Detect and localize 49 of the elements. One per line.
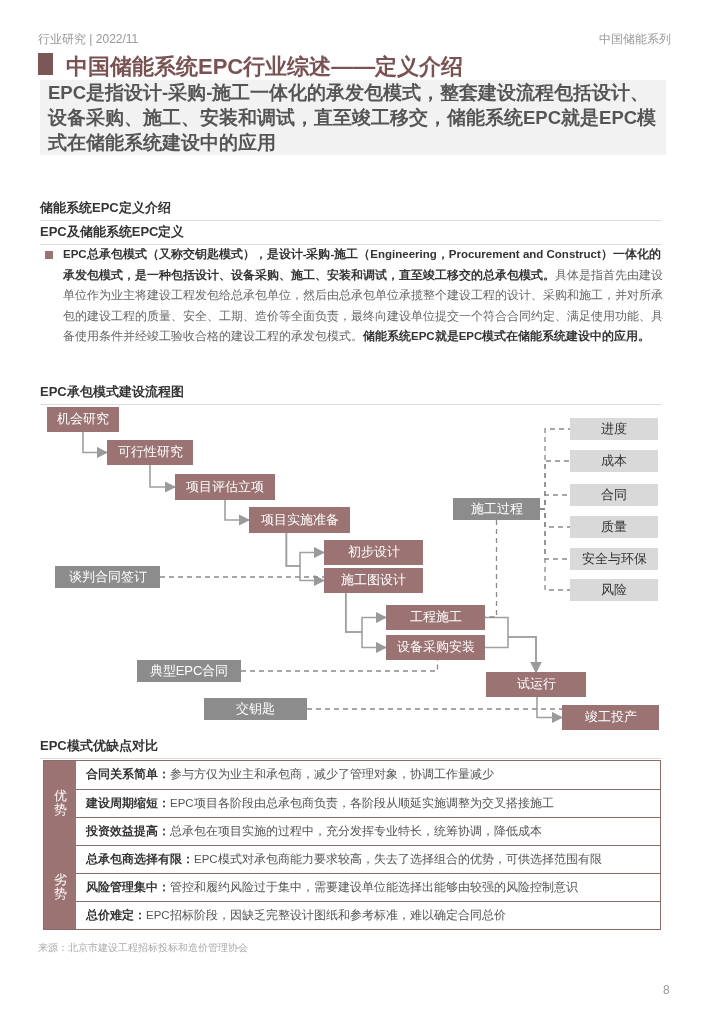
process-box: 机会研究 [47,407,119,432]
process-box: 竣工投产 [562,705,659,730]
arrow [149,464,177,493]
table-cell: 总价难定：EPC招标阶段，因缺乏完整设计图纸和参考标准，难以确定合同总价 [76,901,660,929]
series-name: 中国储能系列 [599,31,671,48]
section-heading: EPC承包模式建设流程图 [40,382,662,405]
aspect-box: 成本 [570,450,658,472]
note-box: 谈判合同签订 [55,566,160,588]
category-label: 劣势 [53,872,67,902]
table-cell: 建设周期缩短：EPC项目各阶段由总承包商负责，各阶段从顺延实施调整为交叉搭接施工 [76,789,660,817]
process-box: 试运行 [486,672,586,697]
process-box: 可行性研究 [107,440,193,465]
arrow [344,592,388,654]
dashed-connector [539,508,571,591]
arrow [224,499,251,526]
header-text: 行业研究 | 2022/11 [38,31,139,48]
table-cell: 总承包商选择有限：EPC模式对承包商能力要求较高，失去了选择组合的优势，可供选择范围有限 [76,845,660,873]
arrow [536,696,564,724]
summary-banner: EPC是指设计-采购-施工一体化的承发包模式，整套建设流程包括设计、设备采购、施工、安装和调试，直至竣工移交，储能系统EPC就是EPC模式在储能系统建设中的应用 [40,80,666,155]
category-label: 优势 [53,788,67,818]
section-heading: 储能系统EPC定义介绍 [40,198,662,221]
arrow [484,636,542,674]
aspect-box: 风险 [570,579,658,601]
aspect-box: 进度 [570,418,658,440]
arrow [82,431,109,459]
page-title: 中国储能系统EPC行业综述——定义介绍 [66,53,464,81]
process-box: 初步设计 [324,540,423,565]
dashed-connector [306,708,563,710]
process-box: 项目实施准备 [249,507,350,533]
page-number: 8 [663,982,670,999]
source-note: 来源：北京市建设工程招标投标和造价管理协会 [38,941,248,955]
process-box: 项目评估立项 [175,474,275,500]
aspect-box: 安全与环保 [570,548,658,570]
aspect-box: 质量 [570,516,658,538]
arrow [285,532,326,587]
process-box: 设备采购安装 [386,635,485,660]
table-cell: 风险管理集中：管控和履约风险过于集中，需要建设单位能选择出能够由较强的风险控制意识 [76,873,660,901]
note-box: 交钥匙 [204,698,307,720]
subsection-heading: EPC及储能系统EPC定义 [40,222,662,245]
note-box: 典型EPC合同 [137,660,241,682]
table-cell: 投资效益提高：总承包在项目实施的过程中，充分发挥专业特长，统筹协调，降低成本 [76,817,660,845]
process-box: 施工图设计 [324,568,423,593]
section-heading: EPC模式优缺点对比 [40,736,662,759]
note-box: 施工过程 [453,498,540,520]
table-cell-text: 合同关系简单：参与方仅为业主和承包商，减少了管理对象，协调工作量减少 [85,766,495,783]
dashed-connector [159,576,325,578]
aspect-box: 合同 [570,484,658,506]
process-box: 工程施工 [386,605,485,630]
definition-paragraph: EPC总承包模式（又称交钥匙模式），是设计-采购-施工（Engineering，Procurement and Construct）一体化的承发包模式，是一种包括设计、设备采购、施工、安装和调试，直至竣工移交的总承包模式。具体是指首先由建设单位作为业主将建设工程发包给总承包单位，然后由总承包单位承揽整个建设工程的设计、采购和施工，并对所承包的建设工程的质量、安全、工期、造价等全面负责，最终向建设单位提交一个符合合同约定、满足使用功能、具备使用条件并经竣工验收合格的建设工程的承发包模式。储能系统EPC就是EPC模式在储能系统建设中的应用。 [63,246,663,344]
